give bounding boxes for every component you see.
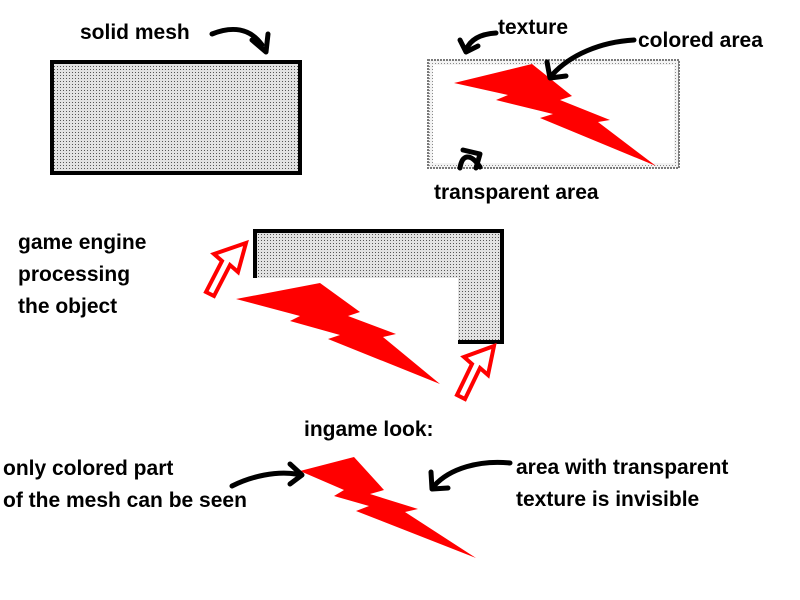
label-solid-mesh: solid mesh [80,21,190,44]
texture-arrow [463,30,499,53]
colored-part-arrow [229,470,299,489]
ingame-bolt [300,457,476,558]
label-texture: texture [498,16,569,39]
hollow-arrow-left [203,239,249,299]
label-engine-line-2: processing [18,263,131,286]
colored-area-arrow-head [544,59,569,81]
label-transparent-area: transparent area [434,181,599,204]
texture-arrow-head [457,37,481,55]
label-engine-line-1: game engine [18,231,147,254]
label-invisible-line-2: texture is invisible [516,488,700,511]
solid-mesh-arrow [209,26,265,48]
label-colored-area: colored area [638,29,763,52]
invisible-arrow-head [428,469,451,492]
label-colored-part-line-2: of the mesh can be seen [3,489,247,512]
processed-mesh [255,231,502,342]
invisible-arrow [431,459,513,489]
label-engine-line-3: the object [18,295,118,318]
processed-mesh-outline [253,229,504,344]
label-colored-part-line-1: only colored part [3,457,174,480]
texture-bolt [454,64,656,166]
transparent-area-arrow-head [460,147,483,171]
solid-mesh-arrow-head [249,31,271,55]
colored-area-arrow [549,37,637,78]
label-ingame-look: ingame look: [304,418,434,441]
colored-part-arrow-head [287,461,305,487]
hollow-arrow-right [454,342,497,402]
label-invisible-line-1: area with transparent [516,456,729,479]
processed-bolt [236,283,440,384]
solid-mesh-rect [50,60,302,175]
